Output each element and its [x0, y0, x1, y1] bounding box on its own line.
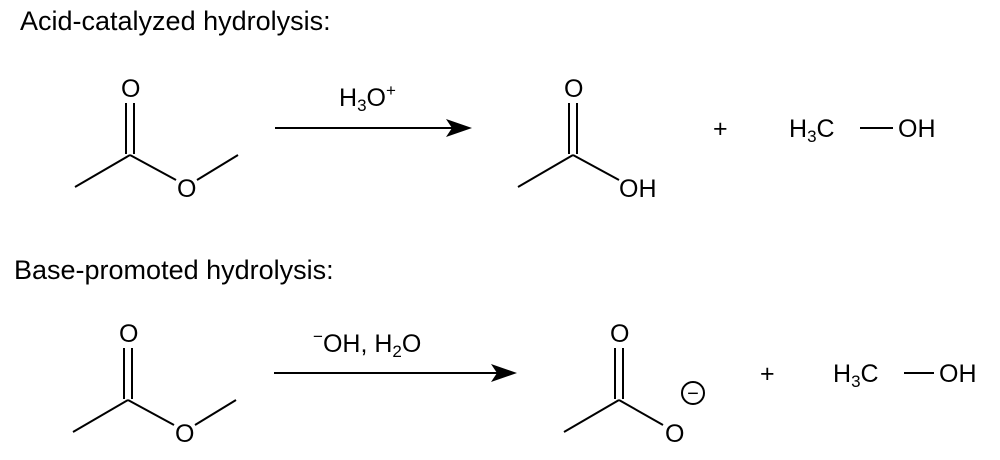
acid-methanol-c: C [817, 115, 835, 143]
base-plus-sign: + [760, 360, 775, 388]
acid-product-oh-bond [572, 154, 620, 181]
acid-reactant-carbonyl-o: O [121, 75, 140, 103]
base-product-charge: − [687, 383, 699, 405]
base-reactant-methyl-bond [72, 399, 129, 433]
acid-reagent-h: H [339, 84, 357, 112]
acid-plus-sign: + [713, 115, 728, 143]
base-heading: Base-promoted hydrolysis: [14, 255, 334, 285]
base-methanol: H3C OH [833, 360, 977, 391]
base-product-anion-bond [618, 399, 664, 426]
acid-methanol-h: H [789, 115, 807, 143]
acid-methanol: H3C OH [789, 115, 936, 146]
base-reactant-methyl-acetate: O O [72, 320, 237, 448]
acid-arrow-head [446, 119, 472, 137]
base-reagent: −OH, H2O [313, 327, 421, 361]
base-product-carbonyl-o: O [610, 320, 629, 348]
base-methanol-h: H [833, 360, 851, 388]
acid-methanol-sub: 3 [807, 127, 816, 146]
base-product-acetate: O O − [563, 320, 705, 448]
base-reactant-ester-bond [127, 399, 175, 426]
acid-reagent: H3O+ [339, 81, 396, 115]
acid-reactant-omethyl-bond [196, 154, 239, 181]
acid-reagent-sub: 3 [357, 96, 366, 115]
base-arrow-head [491, 364, 517, 382]
acid-reactant-ester-o: O [177, 175, 196, 203]
base-methanol-c: C [861, 360, 879, 388]
base-reactant-ester-o: O [175, 420, 194, 448]
acid-product-methyl-bond [517, 154, 574, 188]
acid-methanol-oh: OH [898, 115, 936, 143]
base-reagent-main: OH, H [323, 330, 392, 358]
acid-reactant-ester-bond [129, 154, 177, 181]
acid-reactant-methyl-bond [74, 154, 131, 188]
acid-product-acetic-acid: O OH [517, 75, 657, 203]
base-section: Base-promoted hydrolysis: O O −OH, H2O O… [14, 255, 977, 448]
acid-reaction-arrow [275, 119, 472, 137]
base-reagent-end: O [402, 330, 421, 358]
base-reagent-sub: 2 [392, 342, 401, 361]
acid-reagent-charge: + [386, 81, 396, 100]
acid-heading: Acid-catalyzed hydrolysis: [20, 6, 331, 36]
acid-section: Acid-catalyzed hydrolysis: O O H3O+ O OH… [20, 6, 936, 203]
base-reagent-charge: − [313, 327, 323, 346]
charge-circle [681, 381, 705, 405]
base-methanol-ch3: H3C [833, 360, 879, 391]
acid-reactant-methyl-acetate: O O [74, 75, 239, 203]
negative-charge-icon: − [681, 381, 705, 405]
acid-methanol-ch3: H3C [789, 115, 835, 146]
base-reactant-carbonyl-o: O [119, 320, 138, 348]
base-methanol-oh: OH [939, 360, 977, 388]
base-methanol-sub: 3 [851, 372, 860, 391]
acid-product-carbonyl-o: O [564, 75, 583, 103]
base-product-methyl-bond [563, 399, 620, 433]
base-reaction-arrow [274, 364, 517, 382]
acid-product-oh: OH [619, 175, 657, 203]
acid-reagent-o: O [367, 84, 386, 112]
base-product-anion-o: O [665, 420, 684, 448]
base-reactant-omethyl-bond [194, 399, 237, 426]
